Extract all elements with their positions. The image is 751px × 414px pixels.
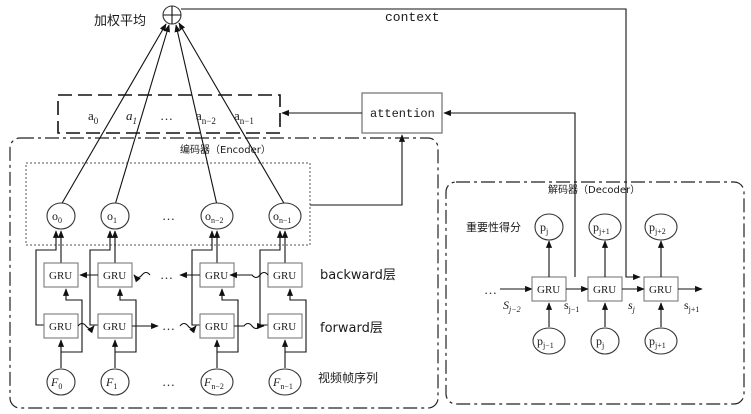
forward-gru-2: GRU	[199, 313, 235, 339]
weight-an2: an−2	[196, 108, 216, 126]
decoder-gru-1: GRU	[587, 276, 623, 302]
video-frame-sequence-label: 视频帧序列	[318, 370, 378, 385]
svg-text:GRU: GRU	[205, 321, 228, 333]
decoder-frame	[445, 181, 745, 405]
sum-node	[162, 5, 182, 25]
weight-a1: a1	[126, 108, 137, 126]
svg-text:pj+2: pj+2	[649, 220, 666, 236]
weight-a0: a0	[88, 108, 99, 126]
svg-text:GRU: GRU	[273, 270, 296, 282]
svg-text:pj−1: pj−1	[537, 334, 554, 350]
score-node-pj+2: pj+2	[644, 213, 678, 241]
state-s-j-2: Sj−2	[503, 298, 521, 314]
prev-score-node-pj+1: pj+1	[644, 327, 678, 355]
svg-text:o0: o0	[52, 209, 62, 225]
backward-layer-label: backward层	[320, 268, 396, 283]
backward-gru-1: GRU	[97, 262, 133, 288]
input-node-Fn1: Fn−1	[268, 368, 302, 396]
input-node-F0: F0	[46, 368, 76, 396]
weights-box	[57, 94, 281, 134]
input-node-Fn2: Fn−2	[200, 368, 234, 396]
svg-text:GRU: GRU	[49, 321, 72, 333]
edge-F1-b1	[115, 288, 137, 353]
svg-text:pj+1: pj+1	[649, 334, 666, 350]
state-s-j-1: sj−1	[564, 298, 579, 314]
decoder-title: 解码器（Decoder）	[548, 183, 640, 196]
edge-ellipsis-f2	[179, 322, 197, 334]
edge-decoder-attention	[443, 109, 576, 277]
edge-encoder-attention	[310, 134, 406, 206]
edge-F3-b3	[285, 288, 307, 353]
svg-text:GRU: GRU	[103, 270, 126, 282]
input-ellipsis: …	[162, 374, 175, 389]
backward-ellipsis: …	[160, 267, 173, 282]
state-s-j+1: sj+1	[684, 298, 699, 314]
edge-f0-o0	[35, 230, 60, 326]
svg-text:GRU: GRU	[649, 284, 672, 296]
forward-ellipsis: …	[162, 318, 175, 333]
output-node-o0: o0	[46, 202, 76, 230]
edge-o1-sum	[114, 24, 170, 206]
edge-f2-o2	[191, 230, 216, 326]
output-ellipsis: …	[162, 208, 175, 223]
output-node-o1: o1	[100, 202, 130, 230]
context-label: context	[385, 10, 440, 25]
edge-b3-b2	[229, 271, 269, 279]
state-s-j: sj	[628, 298, 636, 314]
backward-gru-0: GRU	[43, 262, 79, 288]
edge-ellipsis-b1	[133, 271, 151, 283]
svg-text:on−2: on−2	[205, 209, 224, 225]
svg-text:Fn−1: Fn−1	[272, 375, 293, 391]
edge-f0-f1	[77, 322, 95, 334]
weighted-average-label: 加权平均	[94, 13, 146, 29]
svg-text:on−1: on−1	[273, 209, 292, 225]
forward-gru-3: GRU	[267, 313, 303, 339]
svg-text:F0: F0	[50, 375, 62, 391]
encoder-frame	[9, 137, 439, 409]
forward-gru-0: GRU	[43, 313, 79, 339]
forward-gru-1: GRU	[97, 313, 133, 339]
svg-text:F1: F1	[105, 375, 117, 391]
edge-F0-b0	[61, 288, 83, 353]
input-node-F1: F1	[100, 368, 130, 396]
decoder-gru-2: GRU	[643, 276, 679, 302]
prev-score-node-pj: pj	[590, 327, 620, 355]
svg-text:GRU: GRU	[537, 284, 560, 296]
svg-text:pj: pj	[540, 220, 548, 236]
decoder-gru-0: GRU	[531, 276, 567, 302]
encoder-output-region	[25, 162, 311, 246]
importance-score-label: 重要性得分	[466, 220, 521, 234]
svg-text:pj: pj	[596, 334, 604, 350]
svg-text:Fn−2: Fn−2	[203, 375, 224, 391]
score-node-pj: pj	[534, 213, 564, 241]
decoder-ellipsis: …	[484, 282, 497, 297]
forward-layer-label: forward层	[320, 321, 383, 336]
edge-f2-f3	[234, 322, 265, 330]
svg-text:GRU: GRU	[103, 321, 126, 333]
svg-text:pj+1: pj+1	[593, 220, 610, 236]
backward-gru-3: GRU	[267, 262, 303, 288]
edge-on1-sum	[178, 22, 286, 206]
svg-text:GRU: GRU	[593, 284, 616, 296]
encoder-title: 编码器（Encoder）	[180, 143, 271, 156]
edge-o0-sum	[60, 23, 167, 206]
output-node-on1: on−1	[268, 202, 302, 230]
edge-f1-o1	[89, 230, 114, 326]
svg-text:o1: o1	[107, 209, 117, 225]
prev-score-node-pj-1: pj−1	[532, 327, 566, 355]
edge-F2-b2	[217, 288, 239, 353]
score-node-pj+1: pj+1	[588, 213, 622, 241]
weight-ellipsis: …	[160, 108, 173, 123]
backward-gru-2: GRU	[199, 262, 235, 288]
svg-text:GRU: GRU	[273, 321, 296, 333]
edge-context	[181, 8, 641, 281]
output-node-on2: on−2	[200, 202, 234, 230]
weight-an1: an−1	[234, 108, 254, 126]
svg-text:GRU: GRU	[49, 270, 72, 282]
attention-box	[361, 92, 443, 134]
attention-label: attention	[370, 107, 435, 121]
edge-on2-sum	[174, 24, 218, 206]
svg-text:GRU: GRU	[205, 270, 228, 282]
